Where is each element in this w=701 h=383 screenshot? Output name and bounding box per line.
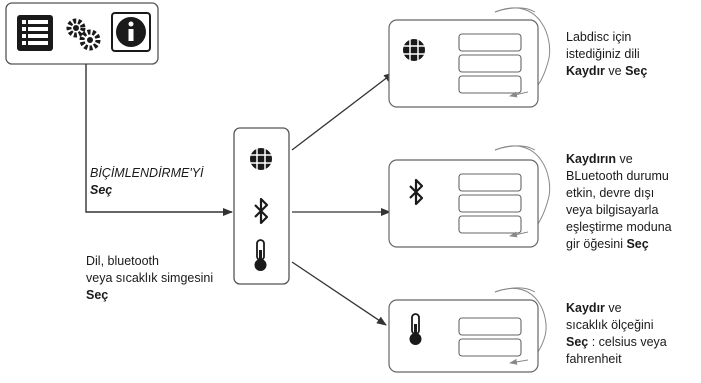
temperature-option-1 [458, 317, 522, 336]
temp-options: : celsius veya [588, 335, 667, 349]
temperature-option-2 [458, 338, 522, 357]
select-icon-line1: Dil, bluetooth [86, 254, 159, 268]
language-submenu [388, 7, 551, 108]
select-icon-line3: Seç [86, 288, 109, 302]
language-scroll: Kaydır [566, 64, 605, 78]
arrow-to-temperature [291, 261, 387, 326]
bt-select: Seç [626, 237, 649, 251]
bluetooth-label: Kaydırın ve BLuetooth durumu etkin, devr… [566, 151, 672, 253]
bt-and: ve [616, 152, 633, 166]
menu-thermometer-icon [254, 239, 267, 271]
language-line1: Labdisc için [566, 30, 632, 44]
temp-scroll: Kaydır [566, 301, 605, 315]
bt-line6: gir öğesini [566, 237, 627, 251]
select-icon-label: Dil, bluetooth veya sıcaklık simgesini S… [86, 253, 213, 304]
temp-line2: sıcaklık ölçeğini [566, 318, 654, 332]
bluetooth-option-3 [458, 215, 522, 234]
language-option-3 [458, 75, 522, 94]
language-and: ve [604, 64, 626, 78]
select-icon-line2: veya sıcaklık simgesini [86, 271, 214, 285]
menu-globe-icon [250, 148, 272, 170]
list-icon [17, 15, 53, 51]
language-line2: istediğiniz dili [566, 47, 640, 61]
temp-and: ve [604, 301, 622, 315]
gears-icon [66, 18, 101, 51]
language-label: Labdisc için istediğiniz dili Kaydır ve … [566, 29, 647, 80]
menu-bluetooth-icon [254, 197, 269, 225]
language-option-2 [458, 54, 522, 73]
bt-scroll: Kaydırın [566, 152, 617, 166]
format-label-line1: BİÇİMLENDİRME'Yİ [90, 166, 204, 180]
language-globe-icon [403, 39, 425, 61]
info-icon [111, 12, 151, 52]
bluetooth-option-2 [458, 194, 522, 213]
format-label: BİÇİMLENDİRME'Yİ Seç [90, 165, 204, 199]
language-option-1 [458, 33, 522, 52]
bluetooth-option-1 [458, 173, 522, 192]
main-screen-box [5, 2, 159, 65]
bt-line4: veya bilgisayarla [566, 203, 659, 217]
bt-line5: eşleştirme moduna [566, 220, 672, 234]
submenu-thermometer-icon [409, 313, 422, 345]
arrow-to-language [291, 72, 394, 151]
submenu-bluetooth-icon [409, 178, 424, 206]
bt-line2: BLuetooth durumu [566, 169, 669, 183]
temp-select: Seç [566, 335, 589, 349]
bluetooth-submenu [388, 145, 551, 248]
temperature-label: Kaydır ve sıcaklık ölçeğini Seç : celsiu… [566, 300, 667, 368]
language-select: Seç [625, 64, 648, 78]
temp-line4: fahrenheit [566, 352, 622, 366]
bt-line3: etkin, devre dışı [566, 186, 655, 200]
settings-menu-box [233, 127, 290, 285]
format-label-select: Seç [90, 183, 113, 197]
main-to-menu-arrow [85, 64, 233, 216]
temperature-submenu [388, 287, 547, 373]
